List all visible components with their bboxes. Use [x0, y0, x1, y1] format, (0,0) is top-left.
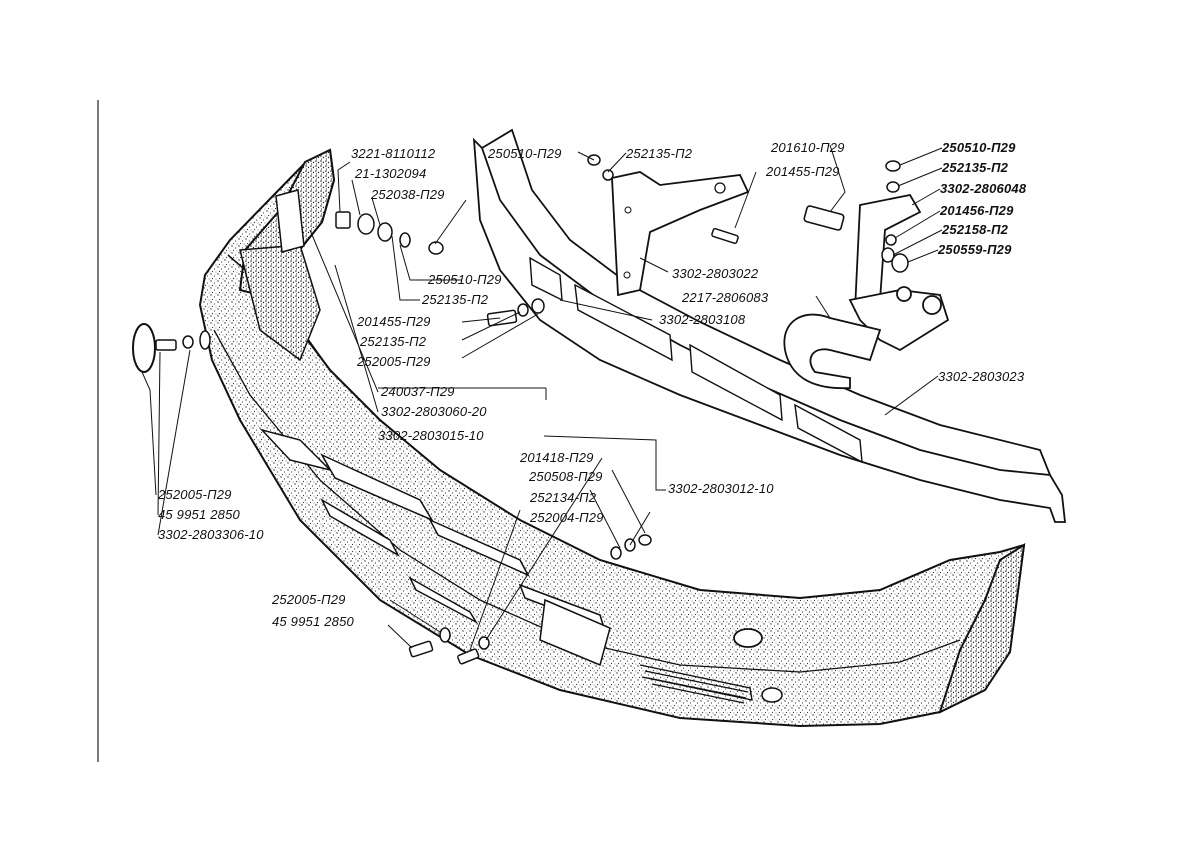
tow-hook-assembly [783, 193, 950, 389]
label-250508-p29: 250508-П29 [529, 469, 603, 484]
label-3302-2806048: 3302-2806048 [940, 181, 1027, 196]
fasteners [155, 154, 909, 665]
label-252004-p29: 252004-П29 [530, 510, 604, 525]
label-252005-p29-lower-left: 252005-П29 [158, 487, 232, 502]
lower-grille [639, 664, 753, 704]
label-252158-p2: 252158-П2 [942, 222, 1009, 237]
label-3302-2803108: 3302-2803108 [659, 312, 746, 327]
label-3302-2803022: 3302-2803022 [672, 266, 759, 281]
bumper-top-edge [227, 254, 1001, 599]
leader-lines [141, 144, 943, 651]
fog-light-hole [733, 628, 763, 648]
label-3302-2803060-20: 3302-2803060-20 [381, 404, 487, 419]
tow-bolt [803, 205, 845, 231]
label-252135-p2-left: 252135-П2 [422, 292, 489, 307]
label-250559-p29: 250559-П29 [938, 242, 1012, 257]
label-252005-p29-mid: 252005-П29 [357, 354, 431, 369]
bumper-slots [259, 428, 611, 667]
label-45-9951-2850-bottom: 45 9951 2850 [272, 614, 354, 629]
side-marker-lamp [132, 323, 156, 373]
label-252135-p2-top: 252135-П2 [626, 146, 693, 161]
bumper-mount-plate [275, 189, 305, 253]
label-3302-2803023: 3302-2803023 [938, 369, 1025, 384]
label-3302-2803306-10: 3302-2803306-10 [158, 527, 264, 542]
label-252135-p2-right: 252135-П2 [942, 160, 1009, 175]
tow-hook-cover [761, 687, 783, 703]
label-45-9951-2850-left: 45 9951 2850 [158, 507, 240, 522]
label-252134-p2: 252134-П2 [530, 490, 597, 505]
label-201610-p29: 201610-П29 [771, 140, 845, 155]
label-250510-p29-left: 250510-П29 [428, 272, 502, 287]
label-252135-p2-mid: 252135-П2 [360, 334, 427, 349]
label-201455-p29-right: 201455-П29 [766, 164, 840, 179]
label-201455-p29-left: 201455-П29 [357, 314, 431, 329]
beam-windows [529, 256, 863, 464]
label-3302-2803015-10: 3302-2803015-10 [378, 428, 484, 443]
label-250510-p29-right: 250510-П29 [942, 140, 1016, 155]
label-252038-p29: 252038-П29 [371, 187, 445, 202]
label-21-1302094: 21-1302094 [355, 166, 427, 181]
label-240037-p29: 240037-П29 [381, 384, 455, 399]
label-201418-p29: 201418-П29 [520, 450, 594, 465]
label-3302-2803012-10: 3302-2803012-10 [668, 481, 774, 496]
label-250510-p29-top: 250510-П29 [488, 146, 562, 161]
label-201456-p29: 201456-П29 [940, 203, 1014, 218]
label-252005-p29-bottom: 252005-П29 [272, 592, 346, 607]
label-3221-8110112: 3221-8110112 [351, 146, 436, 161]
label-2217-2806083: 2217-2806083 [682, 290, 769, 305]
